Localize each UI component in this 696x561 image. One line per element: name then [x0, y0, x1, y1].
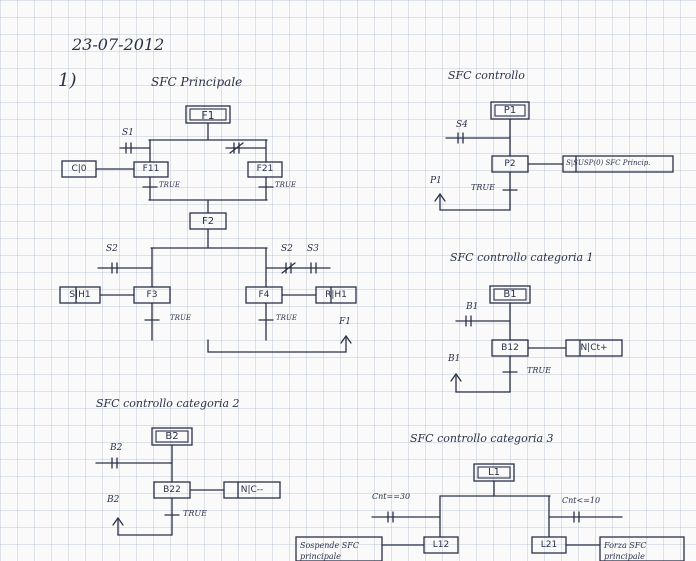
action-forza-box — [599, 536, 685, 561]
action-susp-box — [562, 155, 674, 173]
action-n-c-box — [223, 481, 281, 499]
sfc-controllo-lines — [434, 101, 674, 211]
transition-b2-label: B2 — [110, 443, 123, 453]
sfc-cat2-title: SFC controllo categoria 2 — [96, 397, 240, 410]
sfc-principale-title: SFC Principale — [151, 75, 243, 89]
step-f3-label: F3 — [146, 290, 158, 300]
transition-cnt-eq-label: Cnt==30 — [372, 492, 411, 501]
action-s-h1-label: S|H1 — [69, 290, 91, 300]
action-n-c-label: N|C-- — [240, 485, 264, 495]
action-c0-label: C|0 — [71, 164, 87, 174]
step-f11-label: F11 — [142, 164, 160, 174]
transition-true-d: TRUE — [276, 314, 297, 322]
action-r-h1-box — [315, 286, 357, 304]
sfc-cat1-lines — [450, 285, 623, 393]
step-p1-inner — [494, 104, 526, 117]
sfc-cat3-title: SFC controllo categoria 3 — [410, 432, 554, 445]
step-l21-label: L21 — [540, 540, 558, 550]
jump-b2-label: B2 — [107, 495, 120, 505]
step-l12-label: L12 — [432, 540, 450, 550]
step-f21-label: F21 — [256, 164, 274, 174]
step-p2-label: P2 — [504, 159, 516, 169]
step-l1-label: L1 — [488, 467, 500, 478]
step-l1-inner — [477, 466, 511, 479]
action-forza-label: Forza SFC principale — [604, 541, 647, 561]
action-n-ct-label: N|Ct+ — [580, 343, 608, 353]
transition-true-p: TRUE — [471, 183, 495, 192]
sfc-cat1-title: SFC controllo categoria 1 — [450, 251, 594, 264]
transition-cnt-le-label: Cnt<=10 — [562, 496, 601, 505]
step-f1-label: F1 — [201, 109, 215, 122]
step-f1-inner — [189, 108, 227, 121]
action-susp-label: S|SUSP(0) SFC Princip. — [566, 159, 651, 167]
action-c0-box — [61, 160, 97, 178]
step-f2-label: F2 — [201, 216, 215, 227]
step-b2-inner — [155, 430, 189, 443]
step-b22-label: B22 — [163, 485, 181, 495]
sfc-principale-lines — [59, 105, 357, 353]
step-b12-label: B12 — [501, 343, 519, 353]
step-p1-label: P1 — [503, 105, 517, 116]
transition-true-c: TRUE — [170, 314, 191, 322]
transition-s4-label: S4 — [456, 120, 468, 130]
action-sospende-box — [295, 536, 383, 561]
action-r-h1-label: R|H1 — [325, 290, 347, 300]
transition-b1-label: B1 — [466, 302, 479, 312]
step-b1-label: B1 — [503, 289, 517, 300]
step-b1-inner — [493, 288, 527, 301]
step-b2-label: B2 — [165, 431, 179, 442]
jump-p1-label: P1 — [430, 176, 442, 186]
transition-s2-label: S2 — [106, 244, 118, 254]
sfc-cat2-lines — [95, 427, 281, 536]
step-f21-box — [247, 161, 283, 178]
transition-s1-label: S1 — [122, 128, 134, 138]
transition-true-a: TRUE — [159, 181, 180, 189]
transition-s3-label: S3 — [307, 244, 319, 254]
transition-s2b-label: S2 — [281, 244, 293, 254]
date: 23-07-2012 — [72, 35, 165, 54]
sfc-cat3-lines — [295, 463, 685, 561]
sfc-controllo-title: SFC controllo — [448, 69, 525, 82]
jump-f1-label: F1 — [339, 317, 351, 327]
transition-true-b: TRUE — [275, 181, 296, 189]
action-n-ct-box — [565, 339, 623, 357]
step-f4-label: F4 — [258, 290, 270, 300]
jump-b1-label: B1 — [448, 354, 461, 364]
transition-true-b1: TRUE — [527, 366, 551, 375]
transition-true-b2: TRUE — [183, 509, 207, 518]
exercise-number: 1) — [58, 70, 77, 91]
action-sospende-label: Sospende SFC principale — [300, 541, 359, 561]
